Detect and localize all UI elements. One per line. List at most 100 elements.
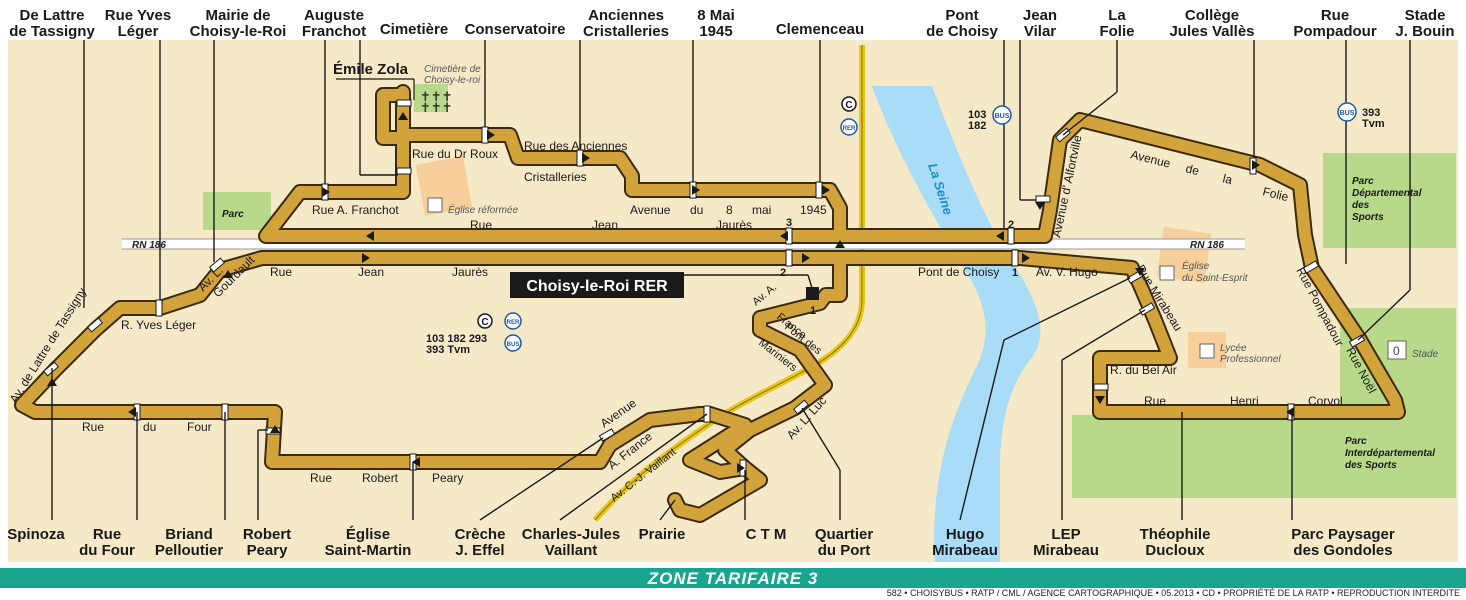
stop-marker[interactable] (785, 249, 793, 267)
stop-8-mai[interactable]: 8 Mai (697, 7, 735, 24)
stop-stade-bouin[interactable]: Stade (1405, 7, 1446, 24)
stop-ctm[interactable]: C T M (746, 526, 787, 543)
stop-robert-peary[interactable]: Robert (243, 526, 291, 543)
parc-interdep-3: des Sports (1345, 460, 1397, 471)
stop-marker[interactable] (87, 317, 103, 333)
stop-cimetiere[interactable]: Cimetière (380, 21, 448, 38)
stop-conservatoire[interactable]: Conservatoire (465, 21, 566, 38)
stop-emile-zola[interactable]: Émile Zola (333, 61, 409, 78)
school-icon (1199, 343, 1215, 359)
rer-badge-text: RER (507, 320, 520, 326)
stop-marker[interactable] (43, 361, 59, 377)
stop-auguste-franchot[interactable]: Auguste (304, 7, 364, 24)
stop-de-lattre-top-2[interactable]: de Tassigny (9, 23, 95, 40)
stop-marker[interactable] (1302, 260, 1320, 274)
stop-8-mai-2[interactable]: 1945 (699, 23, 732, 40)
stop-briand-2[interactable]: Pelloutier (155, 542, 224, 559)
stop-marker[interactable] (1007, 227, 1015, 245)
stop-eglise-saint-martin[interactable]: Église (346, 526, 390, 543)
stop-theophile[interactable]: Théophile (1140, 526, 1211, 543)
street-corvol-2: Henri (1230, 394, 1259, 408)
stop-marker[interactable] (155, 299, 163, 317)
street-four-3: Four (187, 420, 212, 434)
stop-charles-jules-2[interactable]: Vaillant (545, 542, 598, 559)
num-2-pont: 2 (1008, 219, 1014, 231)
stop-mairie-top[interactable]: Mairie de (205, 7, 270, 24)
eglise-sesp-2: du Saint-Esprit (1182, 273, 1249, 284)
stop-jean-vilar[interactable]: Jean (1023, 7, 1057, 24)
stop-clemenceau[interactable]: Clemenceau (776, 21, 864, 38)
stop-la-folie-2[interactable]: Folie (1099, 23, 1134, 40)
stop-rue-yves-leger-top[interactable]: Rue Yves (105, 7, 171, 24)
stop-lep-mirabeau[interactable]: LEP (1051, 526, 1080, 543)
arrow-left-icon (780, 231, 788, 241)
stop-marker[interactable] (815, 181, 823, 199)
stop-lep-mirabeau-2[interactable]: Mirabeau (1033, 542, 1099, 559)
church-icon (427, 197, 443, 213)
stop-theophile-2[interactable]: Ducloux (1145, 542, 1205, 559)
stop-creche[interactable]: Crèche (455, 526, 506, 543)
stop-quartier-du-port-2[interactable]: du Port (818, 542, 871, 559)
stop-hugo-mirabeau[interactable]: Hugo (946, 526, 984, 543)
street-av-v-hugo: Av. V. Hugo (1036, 265, 1098, 279)
bus-badge-text: BUS (1340, 110, 1355, 117)
rer-station-label: Choisy-le-Roi RER (526, 278, 668, 295)
street-jj-s-2: Jean (358, 265, 384, 279)
stop-charles-jules[interactable]: Charles-Jules (522, 526, 620, 543)
stop-rue-yves-leger-top-2[interactable]: Léger (118, 23, 159, 40)
stop-briand[interactable]: Briand (165, 526, 213, 543)
eglise-sesp-1: Église (1182, 259, 1210, 272)
stop-stade-bouin-2[interactable]: J. Bouin (1395, 23, 1454, 40)
stop-marker[interactable] (1011, 249, 1019, 267)
stop-marker[interactable] (1035, 195, 1051, 203)
rn186-label-left: RN 186 (132, 240, 166, 251)
stop-pont-de-choisy-2[interactable]: de Choisy (926, 23, 998, 40)
arrow-up-icon (398, 112, 408, 120)
church-icon (1159, 265, 1175, 281)
stop-parc-paysager-2[interactable]: des Gondoles (1293, 542, 1392, 559)
stop-de-lattre-top[interactable]: De Lattre (19, 7, 84, 24)
street-jj-s-3: Jaurès (452, 265, 488, 279)
stop-spinoza[interactable]: Spinoza (7, 526, 65, 543)
stop-rue-du-four[interactable]: Rue (93, 526, 121, 543)
stop-mairie-top-2[interactable]: Choisy-le-Roi (190, 23, 287, 40)
stop-marker[interactable] (396, 167, 412, 175)
eglise-reformee-label: Église réformée (448, 203, 518, 216)
stop-eglise-saint-martin-2[interactable]: Saint-Martin (325, 542, 412, 559)
stop-auguste-franchot-2[interactable]: Franchot (302, 23, 366, 40)
stop-marker[interactable] (1093, 383, 1109, 391)
stop-hugo-mirabeau-2[interactable]: Mirabeau (932, 542, 998, 559)
stop-parc-paysager[interactable]: Parc Paysager (1291, 526, 1395, 543)
stop-rue-pompadour-top[interactable]: Rue (1321, 7, 1349, 24)
stop-rue-pompadour-top-2[interactable]: Pompadour (1293, 23, 1376, 40)
stop-anciennes-cristalleries[interactable]: Anciennes (588, 7, 664, 24)
street-pont-de-choisy: Pont de Choisy (918, 265, 999, 279)
stop-pont-de-choisy[interactable]: Pont (945, 7, 978, 24)
stop-quartier-du-port[interactable]: Quartier (815, 526, 874, 543)
stop-creche-2[interactable]: J. Effel (455, 542, 504, 559)
stop-marker[interactable] (598, 428, 616, 442)
cimetiere-small-2: Choisy-le-roi (424, 75, 481, 86)
stop-la-folie[interactable]: La (1108, 7, 1126, 24)
street-jj-s-1: Rue (270, 265, 292, 279)
stop-rue-du-four-2[interactable]: du Four (79, 542, 135, 559)
rer-station-box[interactable] (510, 272, 684, 298)
rer-c-icon (477, 313, 493, 329)
street-franchot: Rue A. Franchot (312, 203, 399, 217)
stop-anciennes-cristalleries-2[interactable]: Cristalleries (583, 23, 669, 40)
stop-prairie[interactable]: Prairie (639, 526, 686, 543)
stop-robert-peary-2[interactable]: Peary (247, 542, 289, 559)
seine-river (872, 86, 1041, 562)
street-8mai-1: Avenue (630, 203, 671, 217)
parc-interdep-2: Interdépartemental (1345, 448, 1435, 459)
stop-marker[interactable] (209, 257, 225, 273)
arrow-right-icon (692, 185, 700, 195)
stop-college-2[interactable]: Jules Vallès (1169, 23, 1254, 40)
arrow-down-icon (835, 240, 845, 248)
rer-c-letter: C (481, 317, 488, 328)
stop-college[interactable]: Collège (1185, 7, 1239, 24)
rer-badge-text: RER (843, 126, 856, 132)
stop-marker[interactable] (396, 99, 412, 107)
parc-interdep-1: Parc (1345, 436, 1367, 447)
stop-jean-vilar-2[interactable]: Vilar (1024, 23, 1056, 40)
